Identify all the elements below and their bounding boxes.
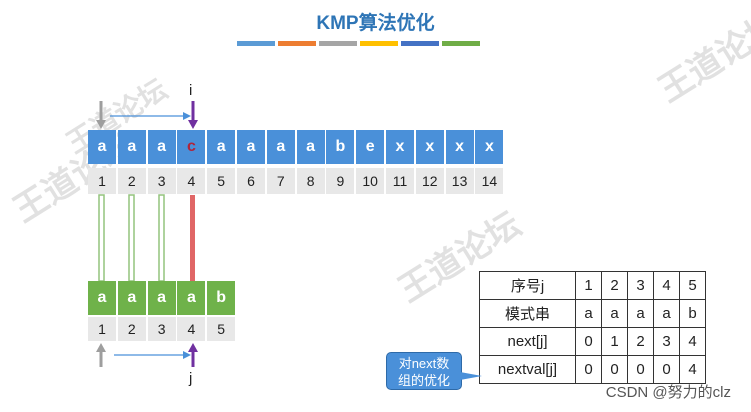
pattern-index-cell: 1 [88, 317, 117, 341]
main-char-cell: b [326, 130, 356, 164]
main-index-cell: 12 [415, 168, 445, 194]
table-cell: 2 [601, 271, 628, 300]
table-cell: 4 [679, 355, 706, 384]
table-cell: 4 [653, 271, 680, 300]
title-stripe [237, 41, 275, 46]
pattern-index-cell: 5 [207, 317, 237, 341]
table-row-label: nextval[j] [479, 355, 576, 384]
table-cell: 3 [653, 327, 680, 356]
i-pointer-head [188, 120, 198, 129]
main-index-cell: 4 [177, 168, 207, 194]
callout-line-1: 对next数 [398, 356, 450, 371]
pattern-index-cell: 3 [147, 317, 177, 341]
j-pointer-label: j [189, 370, 193, 387]
main-char-cell: a [237, 130, 266, 164]
table-row-label: next[j] [479, 327, 576, 356]
main-char-cell: a [147, 130, 177, 164]
title-stripe [278, 41, 316, 46]
i-pointer-label: i [189, 82, 193, 99]
main-char-cell: a [207, 130, 237, 164]
title-stripe [319, 41, 357, 46]
main-index-cell: 11 [386, 168, 415, 194]
table-cell: 2 [627, 327, 654, 356]
main-index-cell: 13 [445, 168, 475, 194]
main-char-cell: a [266, 130, 296, 164]
table-cell: 0 [575, 327, 602, 356]
pattern-char-cell: a [117, 281, 147, 315]
callout-pointer [460, 372, 482, 380]
table-cell: a [627, 299, 654, 328]
table-cell: 0 [653, 355, 680, 384]
main-char-cell: x [386, 130, 415, 164]
table-cell: 1 [575, 271, 602, 300]
main-char-cell: x [475, 130, 505, 164]
table-cell: b [679, 299, 706, 328]
table-cell: 4 [679, 327, 706, 356]
table-row-label: 模式串 [479, 299, 576, 328]
match-links [98, 194, 165, 282]
title-stripe [442, 41, 480, 46]
title-stripe [360, 41, 398, 46]
main-char-cell: x [445, 130, 475, 164]
title-stripe [401, 41, 439, 46]
table-cell: 0 [575, 355, 602, 384]
table-cell: a [575, 299, 602, 328]
main-index-cell: 6 [237, 168, 266, 194]
table-cell: 1 [601, 327, 628, 356]
table-cell: a [653, 299, 680, 328]
pattern-char-cell: a [177, 281, 207, 315]
table-cell: 3 [627, 271, 654, 300]
main-index-cell: 1 [88, 168, 117, 194]
move-arrow-bottom-head [183, 351, 191, 359]
table-cell: a [601, 299, 628, 328]
page-title: KMP算法优化 [316, 13, 435, 34]
pattern-index-cell: 2 [117, 317, 147, 341]
main-char-cell: a [117, 130, 147, 164]
optimization-callout: 对next数 组的优化 [386, 352, 462, 390]
main-index-cell: 3 [147, 168, 177, 194]
main-index-cell: 5 [207, 168, 237, 194]
move-arrow-top-head [183, 112, 191, 120]
j-pointer-head [188, 343, 198, 352]
main-char-cell: x [415, 130, 445, 164]
pattern-char-cell: a [88, 281, 117, 315]
main-char-cell: e [356, 130, 386, 164]
table-cell: 0 [601, 355, 628, 384]
gray-pointer-head-bottom [96, 343, 106, 352]
main-index-cell: 8 [296, 168, 326, 194]
main-char-cell: a [88, 130, 117, 164]
table-cell: 0 [627, 355, 654, 384]
main-char-cell: a [296, 130, 326, 164]
pattern-char-cell: a [147, 281, 177, 315]
main-index-cell: 9 [326, 168, 356, 194]
main-char-cell: c [177, 130, 207, 164]
main-index-cell: 14 [475, 168, 505, 194]
table-cell: 5 [679, 271, 706, 300]
main-index-cell: 7 [266, 168, 296, 194]
pattern-index-cell: 4 [177, 317, 207, 341]
main-index-cell: 2 [117, 168, 147, 194]
main-index-cell: 10 [356, 168, 386, 194]
gray-pointer-head-top [96, 120, 106, 129]
mismatch-link [190, 195, 195, 281]
callout-line-2: 组的优化 [397, 373, 450, 388]
table-row-label: 序号j [479, 271, 576, 300]
csdn-credit: CSDN @努力的clz [605, 384, 731, 401]
pattern-char-cell: b [207, 281, 237, 315]
